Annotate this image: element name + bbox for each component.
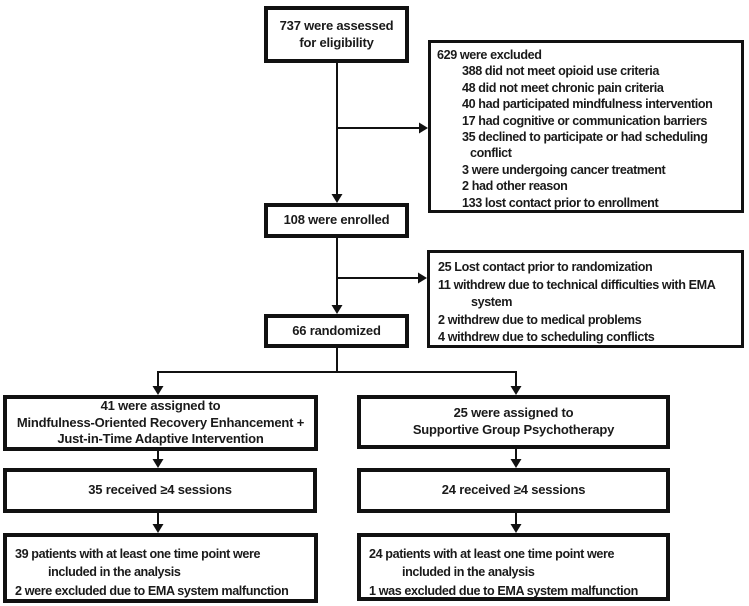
flow-box-arm-more-jitai: 41 were assigned to Mindfulness-Oriented… <box>3 395 318 451</box>
connector-branch-excluded-2 <box>337 272 427 284</box>
flow-box-line: 388 did not meet opioid use criteria <box>462 64 659 79</box>
flow-box-line: 25 Lost contact prior to randomization <box>438 260 653 274</box>
flow-box-sessions-right: 24 received ≥4 sessions <box>357 468 670 513</box>
connector-arm-right-to-sessions <box>510 449 522 468</box>
connector-branch-excluded-1 <box>337 122 428 134</box>
flow-box-assessed: 737 were assessed for eligibility <box>264 6 409 63</box>
flow-box-line: 3 were undergoing cancer treatment <box>462 162 666 177</box>
flow-box-line: 40 had participated mindfulness interven… <box>462 97 713 112</box>
flow-box-line: 11 withdrew due to technical difficultie… <box>438 277 716 292</box>
flow-box-line: included in the analysis <box>402 565 535 580</box>
flow-box-line: 2 had other reason <box>462 179 568 194</box>
flow-box-arm-supportive-group: 25 were assigned to Supportive Group Psy… <box>357 395 670 449</box>
connector-assessed-to-enrolled <box>331 62 343 203</box>
flow-box-line: 629 were excluded <box>437 48 542 62</box>
flow-box-line: conflict <box>470 146 512 161</box>
connector-enrolled-to-randomized <box>331 238 343 314</box>
flow-box-line: 1 was excluded due to EMA system malfunc… <box>369 583 638 598</box>
flow-box-line: 4 withdrew due to scheduling conflicts <box>438 330 655 344</box>
flow-box-line: 17 had cognitive or communication barrie… <box>462 113 707 128</box>
flow-box-analysis-left: 39 patients with at least one time point… <box>3 533 318 603</box>
flow-box-randomized: 66 randomized <box>264 314 409 348</box>
flow-box-line: 2 withdrew due to medical problems <box>438 312 642 327</box>
connector-sessions-left-to-analysis <box>152 513 164 533</box>
flow-box-line: 35 declined to participate or had schedu… <box>462 130 708 145</box>
flow-box-line: included in the analysis <box>48 565 181 580</box>
connector-randomization-split <box>152 348 522 395</box>
flow-box-sessions-left: 35 received ≥4 sessions <box>3 468 317 513</box>
connector-sessions-right-to-analysis <box>510 513 522 533</box>
flow-box-line: 48 did not meet chronic pain criteria <box>462 80 664 95</box>
flow-box-enrolled: 108 were enrolled <box>264 203 409 238</box>
connector-arm-left-to-sessions <box>152 451 164 468</box>
flow-box-excluded-pre-enrollment: 629 were excluded 388 did not meet opioid… <box>428 40 744 213</box>
flow-box-line: 24 patients with at least one time point… <box>369 547 615 561</box>
flow-box-excluded-pre-randomization: 25 Lost contact prior to randomization 11… <box>427 250 744 348</box>
flow-box-line: 133 lost contact prior to enrollment <box>462 195 659 210</box>
flow-box-line: system <box>471 295 513 309</box>
flow-box-analysis-right: 24 patients with at least one time point… <box>357 533 670 601</box>
flow-box-line: 39 patients with at least one time point… <box>15 547 261 561</box>
flow-box-line: 2 were excluded due to EMA system malfun… <box>15 583 289 598</box>
